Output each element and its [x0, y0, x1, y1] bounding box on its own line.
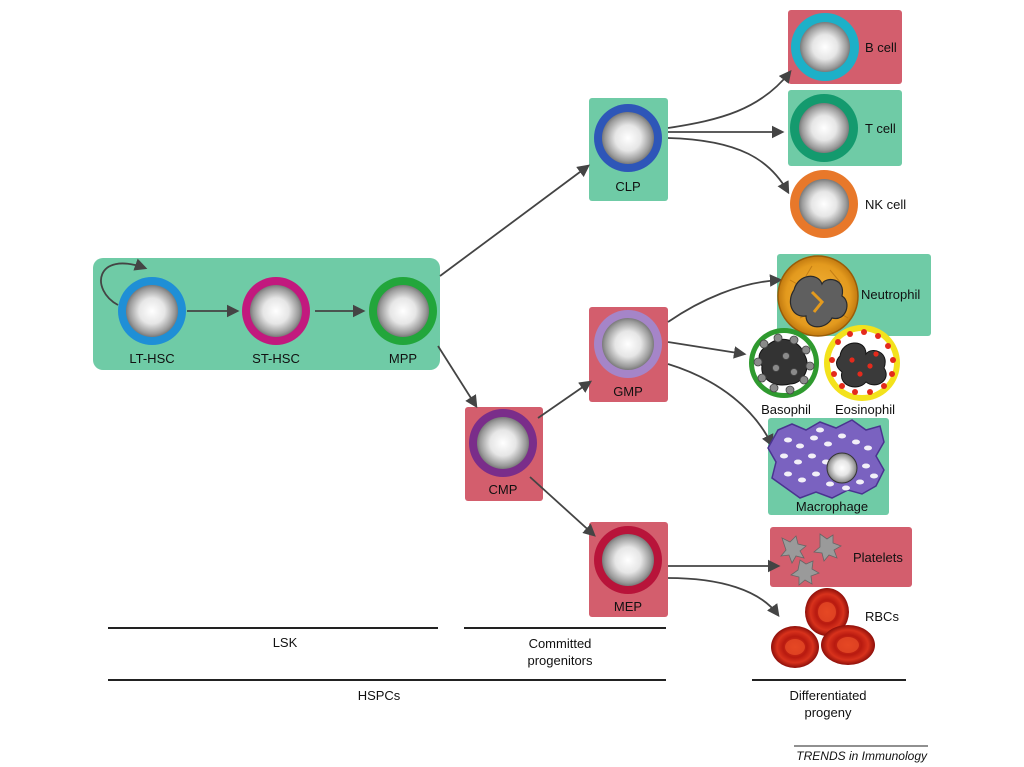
- mep-cell: [594, 526, 662, 594]
- arrow-clp-nkcell: [667, 137, 790, 195]
- differentiated-label-1: Differentiated: [789, 688, 866, 703]
- mep-label: MEP: [614, 599, 642, 614]
- nk-cell-label: NK cell: [865, 197, 906, 212]
- arrow-mpp-clp: [439, 164, 591, 277]
- gmp-label: GMP: [613, 384, 643, 399]
- mpp-cell: [369, 277, 437, 345]
- clp-cell: [594, 104, 662, 172]
- t-cell-label: T cell: [865, 121, 896, 136]
- arrow-gmp-basophil: [667, 341, 747, 359]
- platelets-label: Platelets: [853, 550, 903, 565]
- eosinophil-label: Eosinophil: [835, 402, 895, 417]
- platelets-cells: [780, 533, 842, 586]
- b-cell: [791, 13, 859, 81]
- arrow-cmp-gmp: [537, 380, 593, 419]
- arrow-gmp-macrophage: [667, 363, 774, 448]
- committed-label-2: progenitors: [527, 653, 593, 668]
- b-cell-label: B cell: [865, 40, 897, 55]
- arrow-mep-rbcs: [667, 577, 780, 618]
- arrow-cmp-mep: [529, 476, 596, 537]
- basophil-label: Basophil: [761, 402, 811, 417]
- cmp-label: CMP: [489, 482, 518, 497]
- nk-cell: [790, 170, 858, 238]
- neutrophil-cell: [777, 255, 859, 337]
- lt-hsc-cell: [118, 277, 186, 345]
- gmp-cell: [594, 310, 662, 378]
- self-renewal-arrow: [100, 258, 148, 306]
- arrow-clp-bcell: [667, 70, 792, 129]
- rbcs-label: RBCs: [865, 609, 899, 624]
- clp-label: CLP: [615, 179, 640, 194]
- st-hsc-label: ST-HSC: [252, 351, 300, 366]
- t-cell: [790, 94, 858, 162]
- differentiated-label-2: progeny: [805, 705, 852, 720]
- arrow-gmp-neutrophil: [667, 274, 783, 323]
- lt-hsc-label: LT-HSC: [129, 351, 174, 366]
- macrophage-cell: [767, 419, 885, 499]
- arrow-mpp-cmp: [437, 345, 478, 409]
- macrophage-label: Macrophage: [796, 499, 868, 514]
- rbc-cells: [771, 588, 875, 668]
- eosinophil-cell: [824, 325, 900, 401]
- st-hsc-cell: [242, 277, 310, 345]
- lsk-label: LSK: [273, 635, 298, 650]
- basophil-cell: [749, 328, 819, 398]
- cmp-cell: [469, 409, 537, 477]
- journal-credit: TRENDS in Immunology: [796, 749, 928, 763]
- hspcs-label: HSPCs: [358, 688, 401, 703]
- committed-label-1: Committed: [529, 636, 592, 651]
- neutrophil-label: Neutrophil: [861, 287, 920, 302]
- mpp-label: MPP: [389, 351, 417, 366]
